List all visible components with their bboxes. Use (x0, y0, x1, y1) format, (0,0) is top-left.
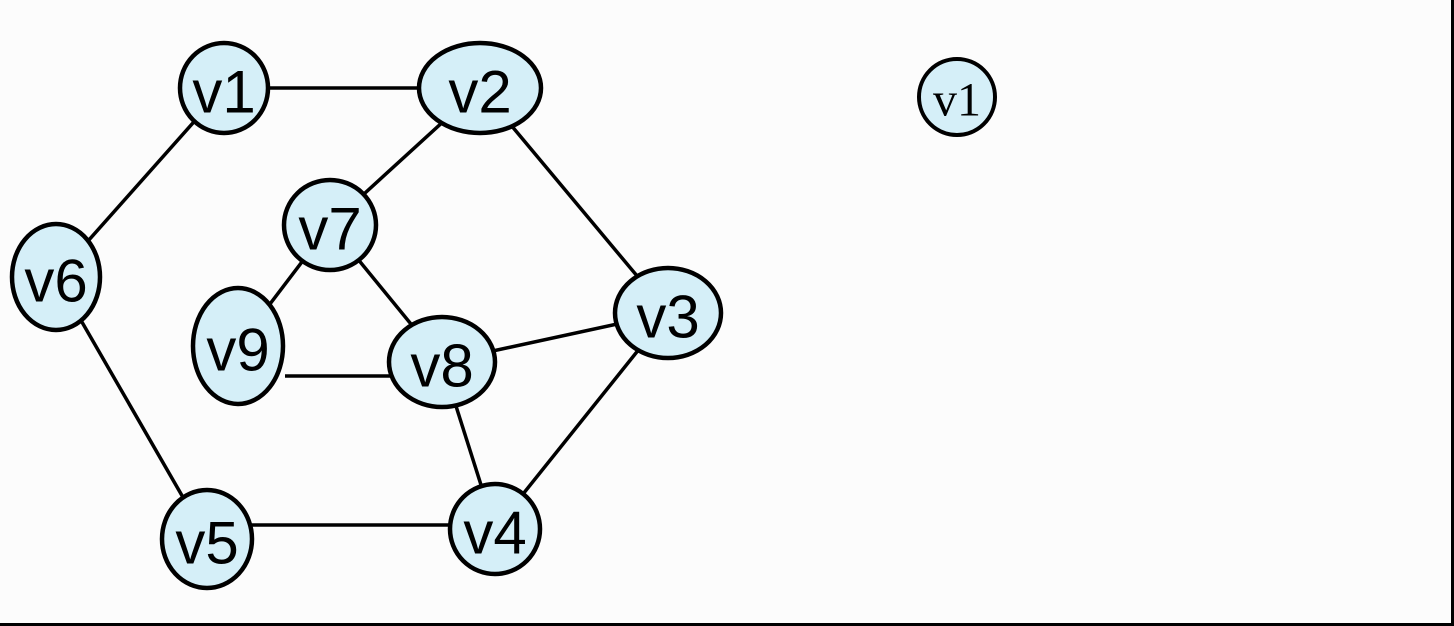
node-v9: v9 (190, 285, 286, 407)
node-v7: v7 (281, 177, 379, 273)
node-v5: v5 (159, 487, 255, 591)
node-v5-circle (159, 487, 255, 591)
node-v1: v1 (177, 40, 271, 136)
traversal-item-circle (917, 57, 997, 137)
node-v6-label: v6 (24, 248, 87, 315)
nodes-layer: v1 v2 v3 v4 v5 v6 (9, 40, 724, 591)
traversal-item-label: v1 (933, 74, 981, 127)
node-v5-label: v5 (175, 510, 238, 577)
node-v8-label: v8 (410, 333, 473, 400)
node-v4-label: v4 (463, 500, 526, 567)
node-v1-circle (177, 40, 271, 136)
node-v2: v2 (416, 40, 544, 136)
node-v1-label: v1 (192, 59, 255, 126)
node-v9-label: v9 (206, 317, 269, 384)
edges-layer (54, 86, 670, 540)
node-v8-circle (386, 314, 498, 410)
node-v4: v4 (447, 481, 543, 577)
node-v7-label: v7 (298, 196, 361, 263)
node-v2-circle (416, 40, 544, 136)
traversal-item: v1 (917, 57, 997, 137)
node-v4-circle (447, 481, 543, 577)
node-v9-circle (190, 285, 286, 407)
node-v3-circle (612, 265, 724, 361)
node-v2-label: v2 (448, 59, 511, 126)
node-v6: v6 (9, 221, 103, 333)
node-v6-circle (9, 221, 103, 333)
node-v3: v3 (612, 265, 724, 361)
node-v3-label: v3 (636, 284, 699, 351)
node-v8: v8 (386, 314, 498, 410)
traversal-sequence: v1 (917, 57, 997, 137)
node-v7-circle (281, 177, 379, 273)
